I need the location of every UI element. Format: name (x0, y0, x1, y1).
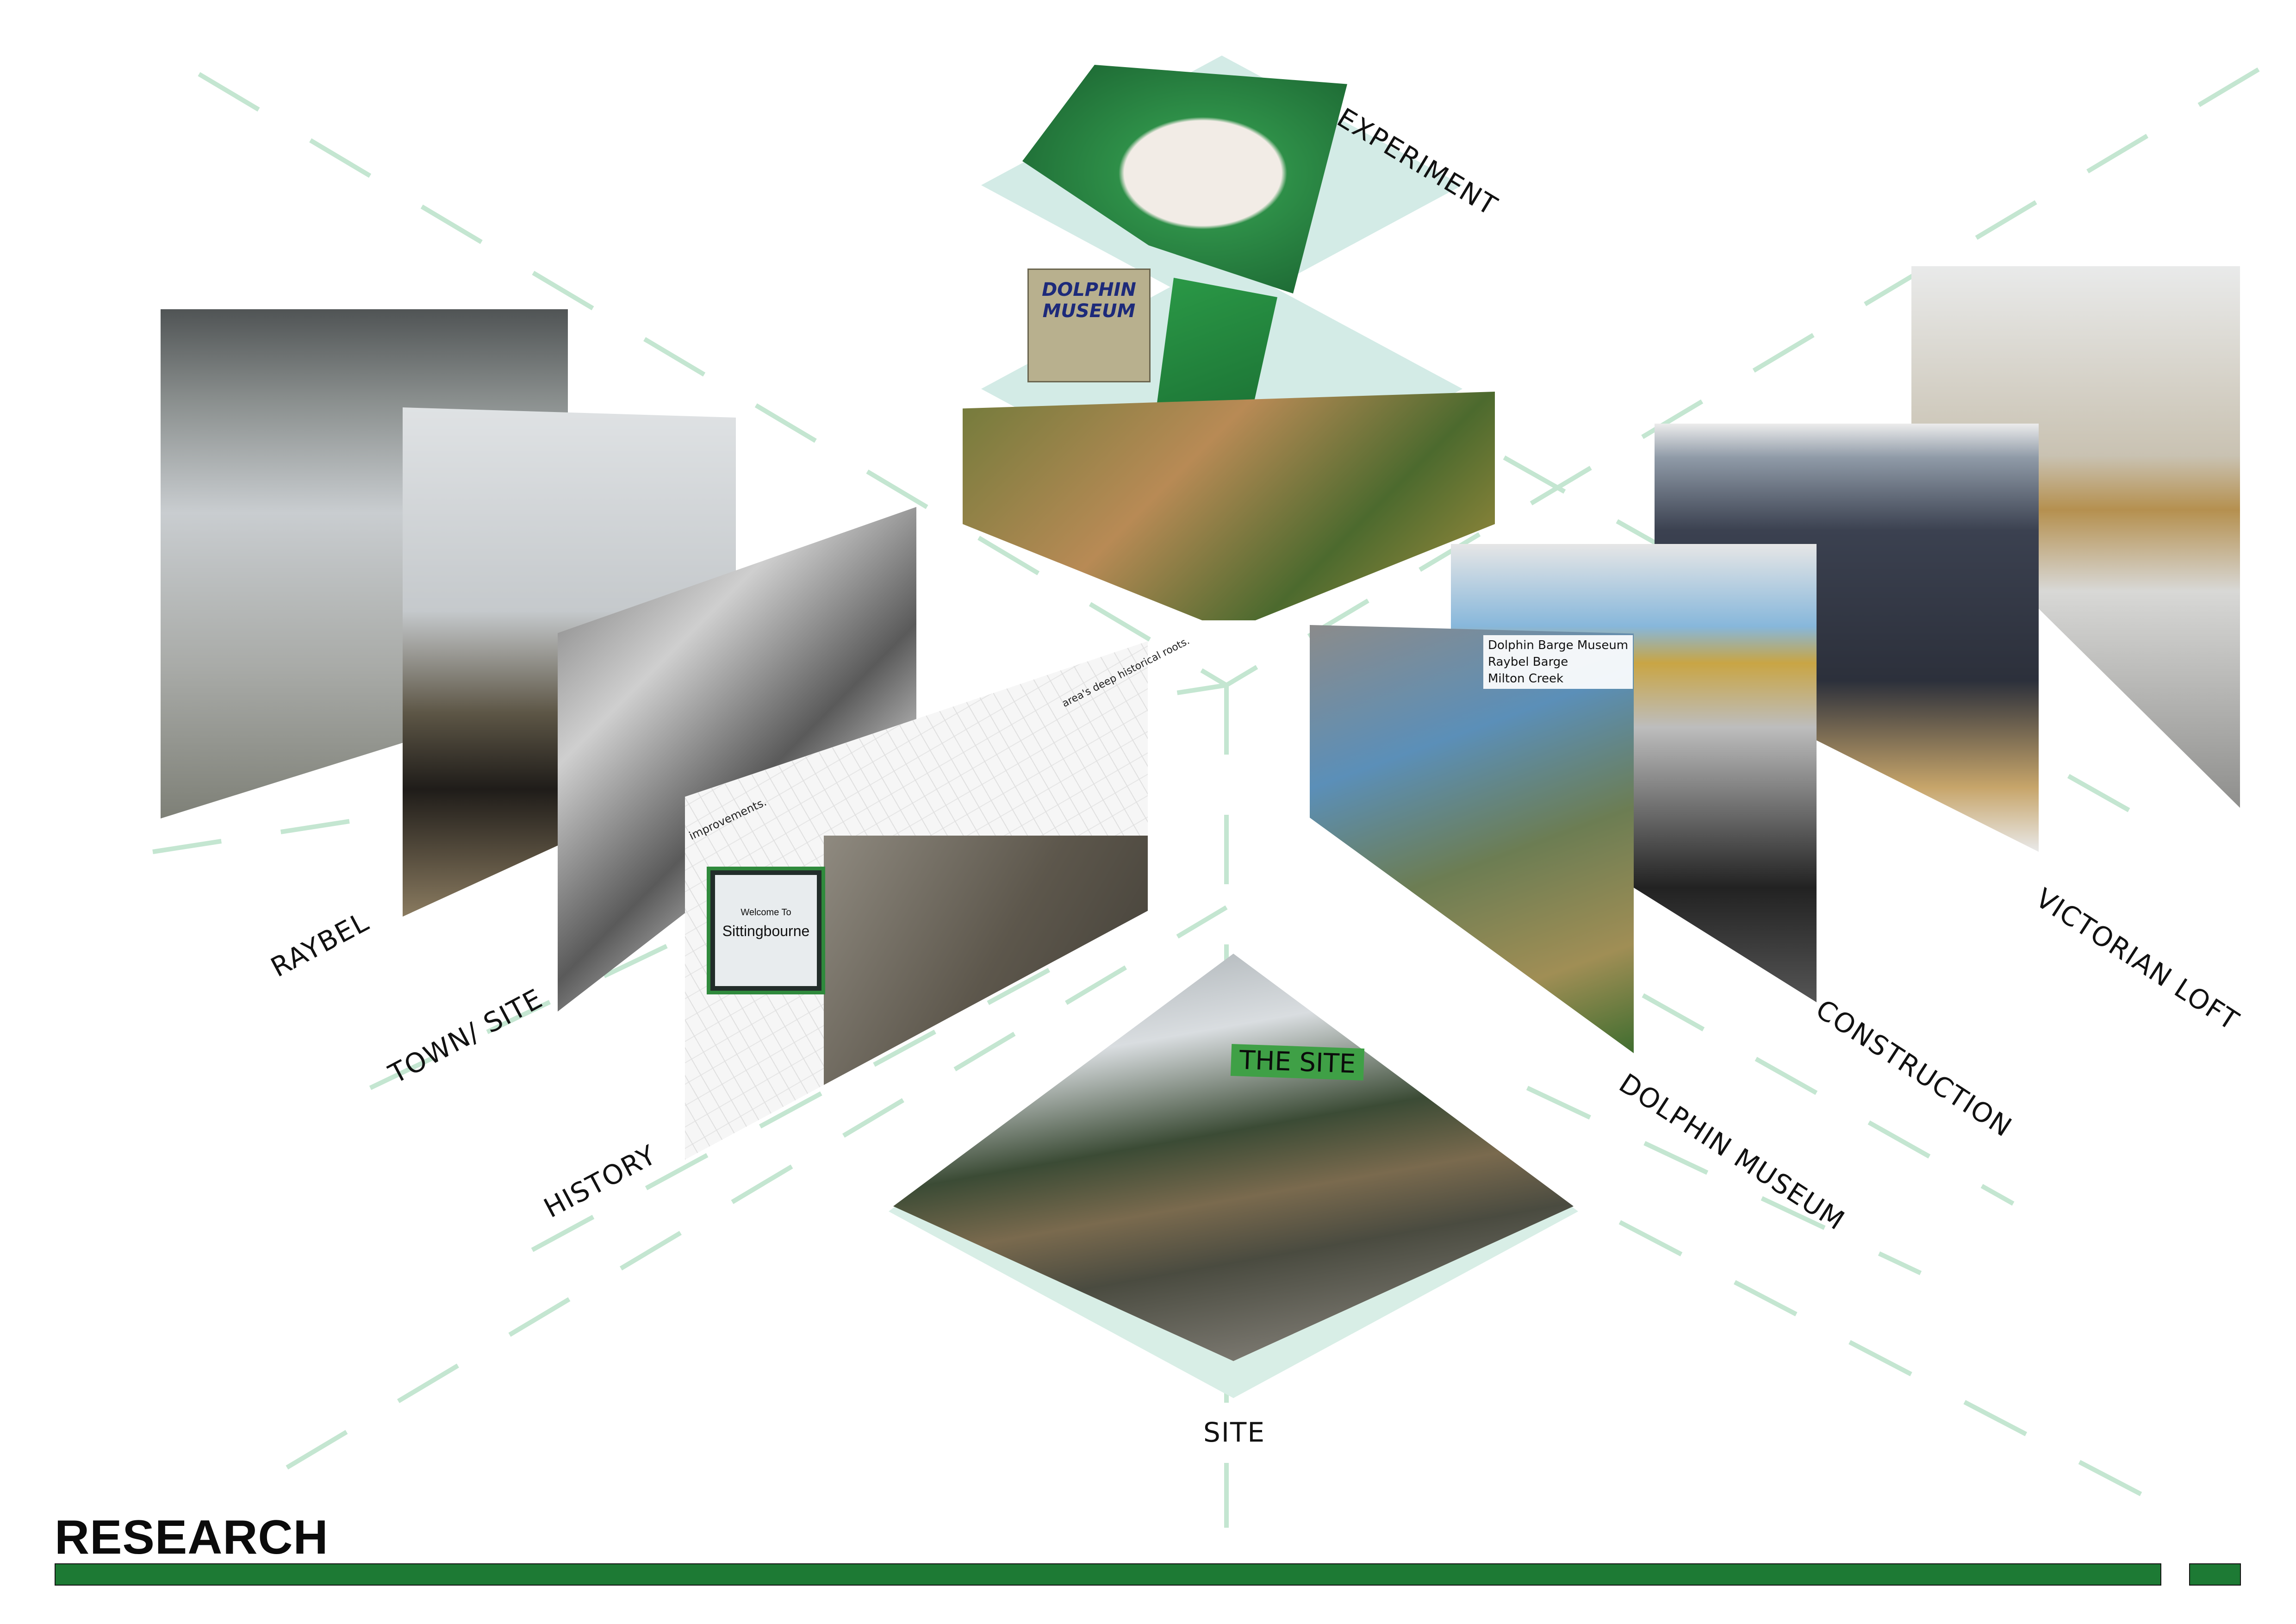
legend-item-dolphin-barge-museum: Dolphin Barge Museum (1488, 638, 1629, 652)
label-site: SITE (1203, 1417, 1265, 1448)
sign-line-2: Sittingbourne (722, 923, 810, 939)
legend-item-raybel-barge: Raybel Barge (1488, 655, 1568, 669)
experiment-stack: DOLPHIN MUSEUM (963, 56, 1495, 630)
experiment-landscape-base-image (963, 392, 1495, 620)
footer-bar-main (55, 1563, 2161, 1586)
hut-sign-text: DOLPHIN MUSEUM (1042, 279, 1136, 322)
legend-item-milton-creek: Milton Creek (1488, 672, 1564, 686)
page-title: RESEARCH (55, 1511, 329, 1564)
footer-bar-end (2189, 1563, 2241, 1586)
dolphin-museum-hut: DOLPHIN MUSEUM (1027, 269, 1151, 382)
dolphin-legend: Dolphin Barge Museum Raybel Barge Milton… (1483, 635, 1633, 689)
the-site-tag: THE SITE (1230, 1044, 1365, 1081)
welcome-sign: Welcome To Sittingbourne (707, 867, 825, 994)
sign-line-1: Welcome To (740, 907, 791, 918)
